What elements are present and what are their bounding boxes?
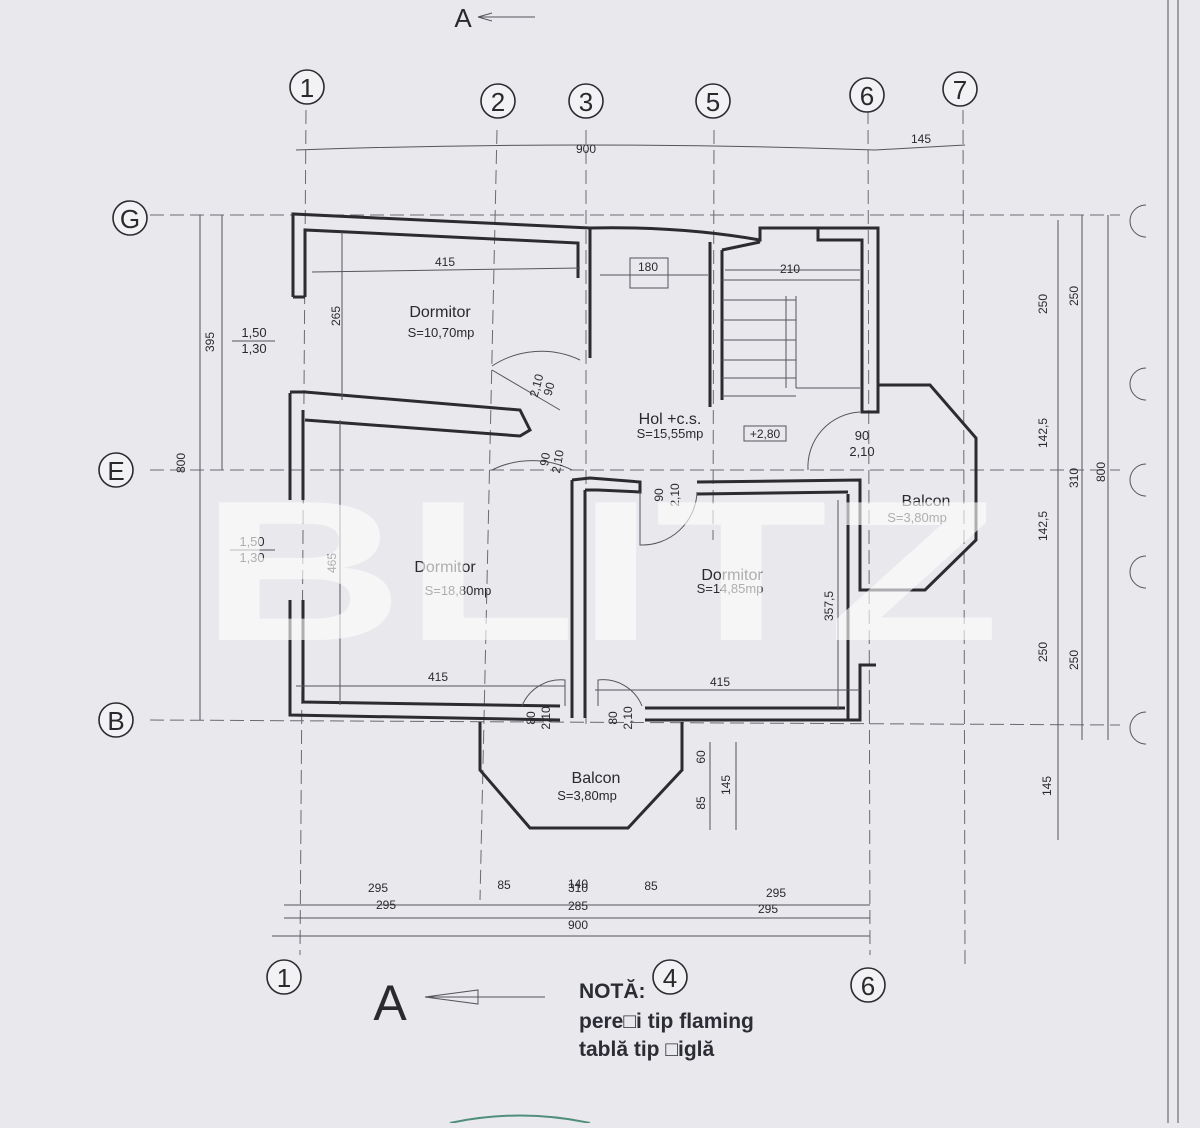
dim-room-width: 180: [638, 260, 658, 274]
room-area: S=18,80mp: [425, 583, 492, 598]
axis-label: 5: [706, 87, 720, 117]
note-line: tablă tip □iglă: [579, 1038, 715, 1061]
dim-balcony: 85: [694, 796, 708, 810]
dim-top-total: 900: [576, 142, 596, 156]
door-width: 90: [541, 380, 558, 397]
dim-bottom: 140: [568, 877, 588, 891]
section-marks: A A: [373, 3, 545, 1031]
door-swings: [491, 350, 861, 707]
axis-label: G: [120, 204, 140, 234]
axis-label: 3: [579, 87, 593, 117]
dimension-lines: [199, 144, 1109, 937]
dim-bottom: 295: [766, 886, 786, 900]
axis-label: 2: [491, 87, 505, 117]
axis-label: 1: [300, 73, 314, 103]
dim-right-chain: 142,5: [1036, 418, 1050, 448]
dim-bottom: 295: [376, 898, 396, 912]
dim-right-145: 145: [1040, 776, 1054, 796]
axis-label: 6: [860, 81, 874, 111]
dim-room-width: 415: [435, 255, 455, 269]
grid-axes-left: G E B: [98, 200, 148, 738]
dim-bottom: 85: [644, 879, 658, 893]
room-area: S=15,55mp: [637, 426, 704, 441]
dim-right-chain: 250: [1036, 642, 1050, 662]
section-mark-bottom: A: [373, 975, 407, 1031]
room-name: Balcon: [572, 770, 621, 787]
dim-right-chain: 250: [1036, 294, 1050, 314]
dim-right-total: 800: [1094, 462, 1108, 482]
section-mark-top: A: [454, 3, 472, 33]
window-marks: 1,50 1,30 1,50 1,30: [230, 325, 275, 565]
grid-axes-top: 1 2 3 5 6 7: [289, 69, 978, 119]
axis-label: E: [107, 456, 124, 486]
note-block: NOTĂ: pere□i tip flaming tablă tip □iglă: [579, 980, 754, 1061]
room-area: S=14,85mp: [697, 581, 764, 596]
note-title: NOTĂ:: [579, 980, 646, 1003]
dim-top-right: 145: [911, 132, 931, 146]
door-height: 2,10: [621, 706, 635, 730]
stamp-edge: [449, 1114, 591, 1124]
dim-room-height: 465: [325, 553, 339, 573]
axis-label: 6: [861, 971, 875, 1001]
window-sill: 1,30: [241, 341, 266, 356]
dim-bottom: 85: [497, 878, 511, 892]
level-mark: +2,80: [750, 427, 781, 441]
door-width: 90: [537, 451, 553, 467]
dim-room-width: 415: [428, 670, 448, 684]
dim-bottom-total: 900: [568, 918, 588, 932]
door-height: 2,10: [849, 444, 874, 459]
dim-right-chain: 142,5: [1036, 511, 1050, 541]
dim-left-total: 800: [174, 453, 188, 473]
dim-room-width: 210: [780, 262, 800, 276]
door-width: 90: [855, 428, 869, 443]
room-name: Hol +c.s.: [639, 411, 702, 428]
dim-bottom: 310: [568, 881, 588, 895]
dim-bottom: 295: [758, 902, 778, 916]
window-height: 1,50: [239, 534, 264, 549]
grid-axes-bottom: 1 4 6: [266, 959, 886, 1003]
dim-room-height: 265: [329, 306, 343, 326]
right-axis-markers: [1129, 204, 1147, 745]
shaft-box: [629, 257, 669, 289]
room-name: Dormitor: [409, 304, 471, 321]
room-labels: Dormitor S=10,70mp Hol +c.s. S=15,55mp D…: [408, 304, 951, 803]
door-height: 2,10: [668, 483, 682, 507]
dim-bottom: 285: [568, 899, 588, 913]
dimension-labels: 900 145 415 180 210 415 415 800 395 265 …: [174, 132, 1108, 932]
dim-right-chain2: 310: [1067, 468, 1081, 488]
dim-right-chain2: 250: [1067, 286, 1081, 306]
walls: [288, 212, 978, 830]
watermark-logo: BLITZ: [200, 460, 1000, 683]
dim-right-chain2: 250: [1067, 650, 1081, 670]
room-area: S=10,70mp: [408, 325, 475, 340]
dim-balcony: 145: [719, 775, 733, 795]
room-area: S=3,80mp: [887, 510, 947, 525]
room-area: S=3,80mp: [557, 788, 617, 803]
window-sill: 1,30: [239, 550, 264, 565]
note-line: pere□i tip flaming: [579, 1010, 754, 1033]
room-name: Dormitor: [701, 567, 763, 584]
window-height: 1,50: [241, 325, 266, 340]
room-name: Balcon: [902, 493, 951, 510]
door-labels: 90 2,10 90 2,10 90 2,10 90 2,10 80 2,10 …: [524, 372, 875, 729]
dim-balcony: 60: [694, 750, 708, 764]
room-name: Dormitor: [414, 559, 476, 576]
dim-room-height: 357,5: [822, 591, 836, 621]
door-height: 2,10: [527, 372, 547, 398]
level-mark-box: [743, 425, 787, 442]
door-height: 2,10: [549, 449, 567, 475]
axis-label: 7: [953, 75, 967, 105]
door-width: 80: [524, 711, 538, 725]
axis-label: B: [107, 706, 124, 736]
door-height: 2,10: [539, 706, 553, 730]
dim-room-width: 415: [710, 675, 730, 689]
door-width: 80: [606, 711, 620, 725]
axis-label: 1: [277, 963, 291, 993]
door-width: 90: [652, 488, 666, 502]
dim-left-395: 395: [203, 332, 217, 352]
axis-label: 4: [663, 963, 677, 993]
dim-bottom: 295: [368, 881, 388, 895]
